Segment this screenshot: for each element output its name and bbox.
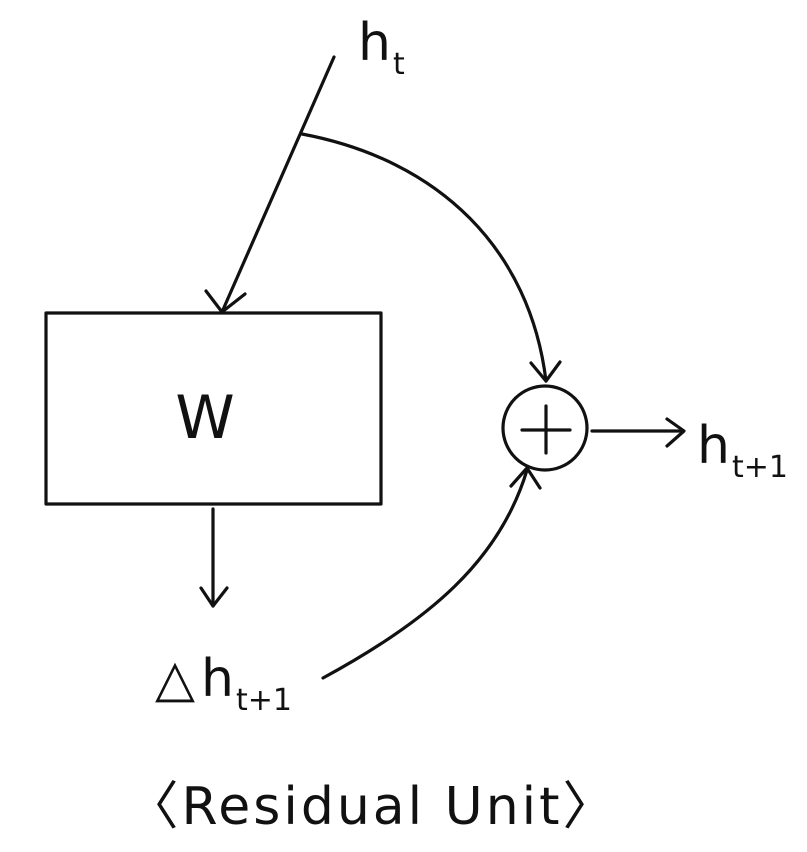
input-sub: t [393,47,405,82]
delta-sub: t+1 [236,683,292,718]
output-label: ht+1 [697,416,788,485]
input-label: ht [358,13,405,82]
input-main: h [358,13,391,73]
output-sub: t+1 [732,450,788,485]
delta-arrowhead [509,466,542,490]
skip-arrowhead [529,360,562,383]
input-arrow [220,55,336,314]
delta-main: h [201,649,234,709]
output-main: h [697,416,730,476]
diagram-caption: 〈Residual Unit〉 [127,777,618,837]
box-output-arrowhead [199,586,229,608]
delta-connection-arrow [321,468,529,680]
plus-icon [520,404,572,455]
delta-symbol: △ [155,649,195,709]
weight-label: W [175,383,234,453]
delta-label: △ht+1 [155,649,292,718]
weight-box [44,311,383,506]
skip-connection-arrow [300,132,548,383]
output-arrowhead [665,417,686,448]
sum-node-circle [501,384,589,472]
